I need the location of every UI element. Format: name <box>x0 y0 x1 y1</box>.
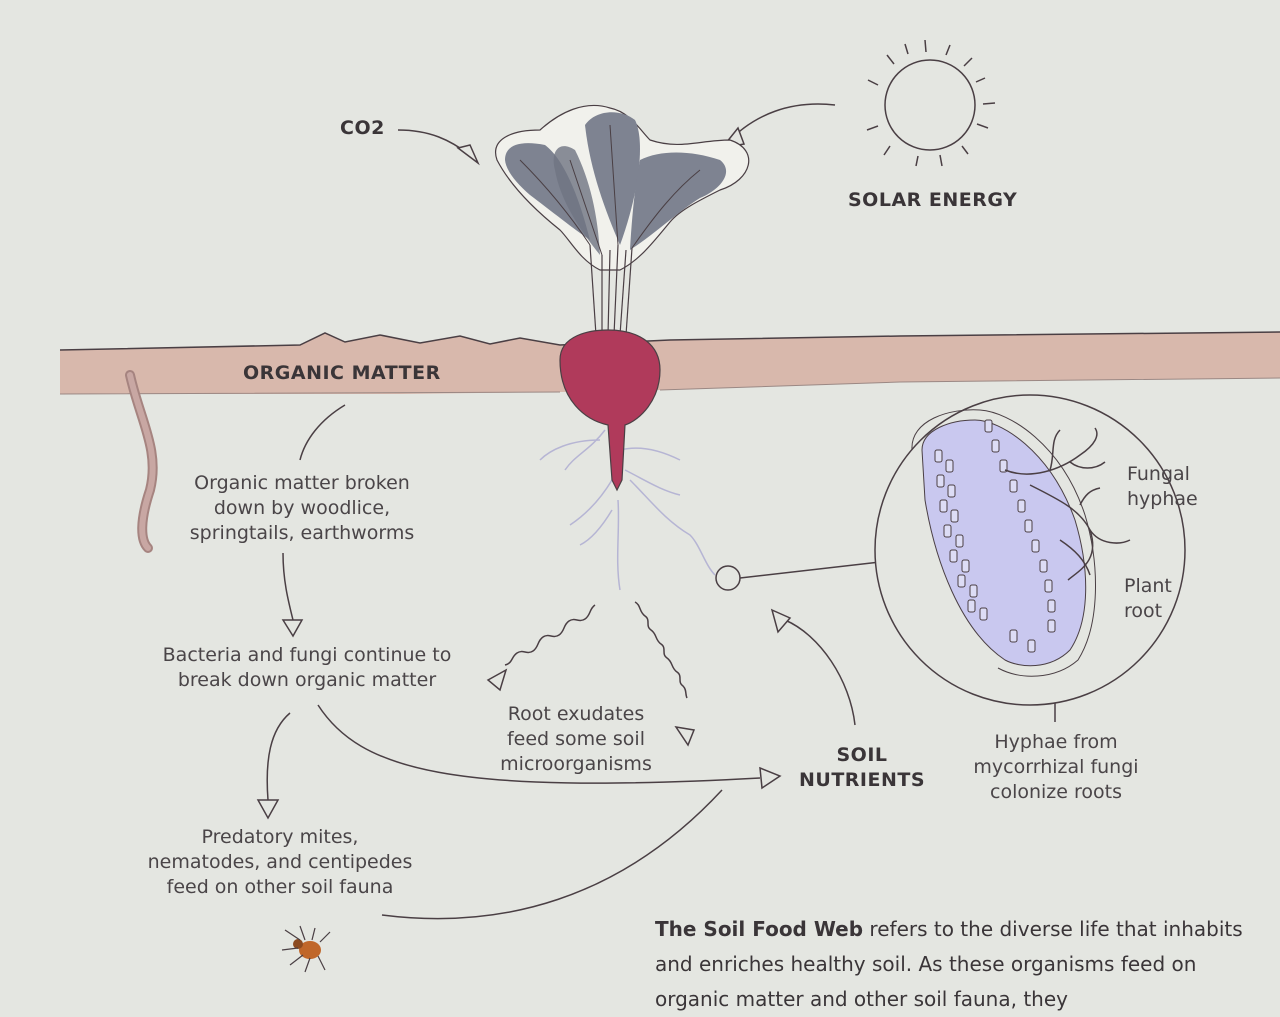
organic-matter-label: ORGANIC MATTER <box>243 362 441 384</box>
flow-arrows <box>256 404 1122 920</box>
root-zoom-circle <box>874 394 1186 706</box>
plant-leaves <box>495 104 750 271</box>
note-plant-root: Plant root <box>1124 575 1172 622</box>
organic-matter-band <box>59 331 1280 395</box>
fungal-hyphae-icon <box>1004 427 1131 581</box>
solar-arrow <box>720 103 836 150</box>
mite-icon <box>281 925 331 973</box>
note-root-exudates: Root exudates feed some soil microorgani… <box>500 703 652 775</box>
plant-stems <box>589 244 633 336</box>
note-hyphae-colonize: Hyphae from mycorrhizal fungi colonize r… <box>973 731 1139 803</box>
intro-paragraph: The Soil Food Web refers to the diverse … <box>655 912 1255 1017</box>
paragraph-text: refers to the diverse life that inhabits… <box>655 917 1243 1011</box>
paragraph-bold-title: The Soil Food Web <box>655 917 864 941</box>
note-bacteria-fungi: Bacteria and fungi continue to break dow… <box>162 644 452 691</box>
beet-root <box>559 329 661 492</box>
sun-icon <box>866 39 996 167</box>
note-organic-broken-down: Organic matter broken down by woodlice, … <box>189 472 415 544</box>
note-fungal-hyphae: Fungal hyphae <box>1127 463 1198 510</box>
root-hairs <box>539 429 716 591</box>
note-predators: Predatory mites, nematodes, and centiped… <box>147 826 413 898</box>
soil-nutrients-label: SOIL NUTRIENTS <box>798 744 926 791</box>
solar-energy-label: SOLAR ENERGY <box>848 189 1018 211</box>
co2-label: CO2 <box>340 117 385 139</box>
co2-arrow <box>397 129 480 166</box>
earthworm-icon <box>125 370 158 553</box>
